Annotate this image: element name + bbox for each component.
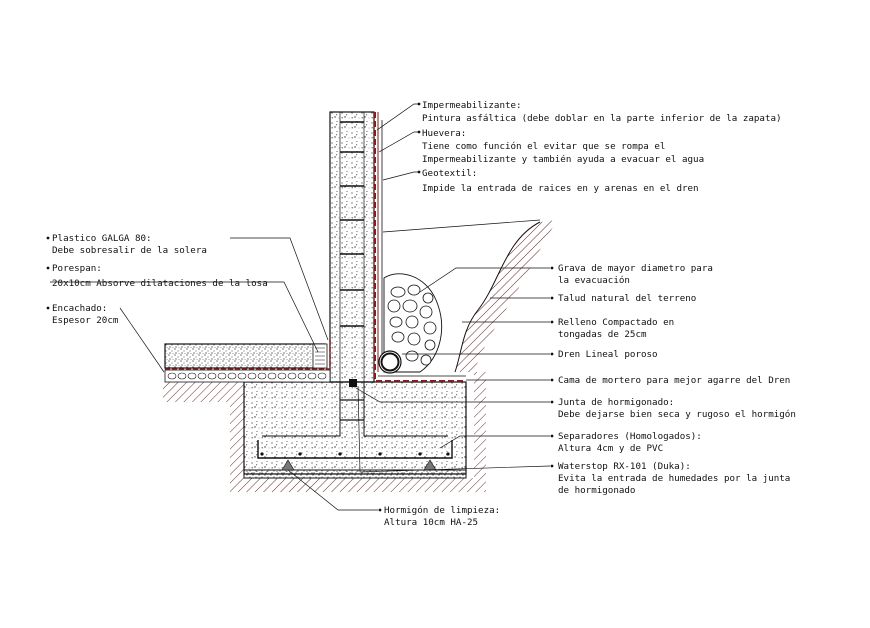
footing — [243, 381, 467, 475]
label-dren: Dren Lineal poroso — [558, 349, 658, 360]
lean-concrete — [243, 469, 467, 479]
label-separadores-desc: Altura 4cm y de PVC — [558, 443, 663, 454]
label-grava: Grava de mayor diametro para — [558, 263, 713, 274]
encachado-layer — [164, 369, 331, 383]
label-encachado: Encachado: — [52, 303, 107, 314]
label-hormigon-desc: Altura 10cm HA-25 — [384, 517, 478, 528]
label-relleno: Relleno Compactado en — [558, 317, 674, 328]
label-huevera-desc-1: Tiene como función el evitar que se romp… — [422, 141, 665, 152]
natural-terrain — [454, 220, 558, 373]
label-geotextil-desc: Impide la entrada de raices en y arenas … — [422, 183, 699, 194]
label-waterstop-desc-1: Evita la entrada de humedades por la jun… — [558, 473, 790, 484]
label-geotextil: Geotextil: — [422, 168, 477, 179]
label-cama: Cama de mortero para mejor agarre del Dr… — [558, 375, 790, 386]
label-porespan-desc: 20x10cm Absorve dilataciones de la losa — [52, 278, 268, 289]
leader-lines — [50, 103, 551, 511]
label-porespan: Porespan: — [52, 263, 102, 274]
gravel-pocket — [383, 273, 443, 373]
label-waterstop-desc-2: de hormigonado — [558, 485, 635, 496]
plastic-sheet — [165, 340, 331, 370]
label-impermeabilizante: Impermeabilizante: — [422, 100, 522, 111]
label-relleno-desc: tongadas de 25cm — [558, 329, 647, 340]
label-junta: Junta de hormigonado: — [558, 397, 674, 408]
label-grava-desc: la evacuación — [558, 275, 630, 286]
footing-rebar — [257, 382, 453, 459]
label-hormigon: Hormigón de limpieza: — [384, 505, 500, 516]
label-plastico-desc: Debe sobresalir de la solera — [52, 245, 207, 256]
leader-ticks — [46, 102, 554, 512]
floor-slab — [164, 343, 328, 369]
drain-pipe — [378, 350, 402, 374]
label-junta-desc: Debe dejarse bien seca y rugoso el hormi… — [558, 409, 796, 420]
label-encachado-desc: Espesor 20cm — [52, 315, 119, 326]
label-plastico: Plastico GALGA 80: — [52, 233, 152, 244]
label-talud: Talud natural del terreno — [558, 293, 696, 304]
label-huevera: Huevera: — [422, 128, 466, 139]
wall — [329, 111, 375, 383]
label-impermeabilizante-desc: Pintura asfáltica (debe doblar en la par… — [422, 113, 782, 124]
label-separadores: Separadores (Homologados): — [558, 431, 702, 442]
label-waterstop: Waterstop RX-101 (Duka): — [558, 461, 691, 472]
waterproofing-line — [374, 112, 466, 382]
label-huevera-desc-2: Impermeabilizante y también ayuda a evac… — [422, 154, 704, 165]
waterstop — [349, 379, 357, 387]
spacers — [281, 459, 437, 471]
